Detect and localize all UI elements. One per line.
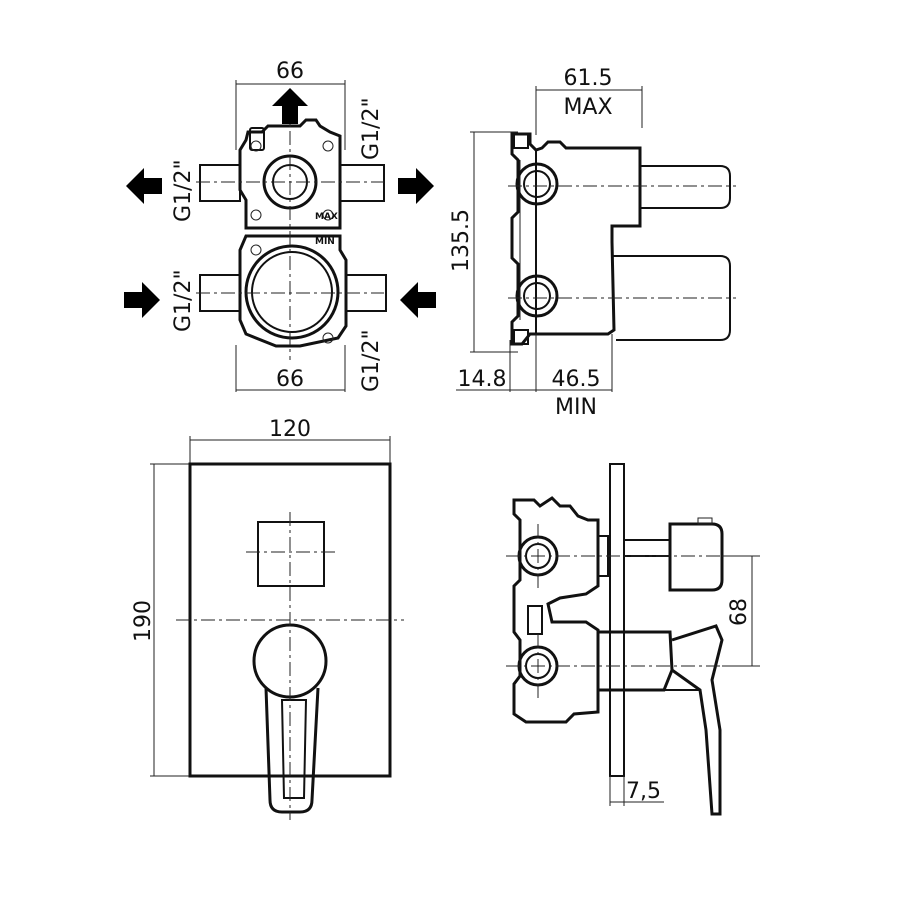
thread-label-left-lower: G1/2" bbox=[171, 269, 196, 332]
label-min: MIN bbox=[315, 237, 335, 247]
arrow-left-in-icon bbox=[400, 282, 436, 318]
dim-width-top: 66 bbox=[276, 59, 304, 84]
front-plate-view: 120 190 bbox=[131, 417, 404, 820]
thread-label-left-upper: G1/2" bbox=[171, 159, 196, 222]
dim-handle-offset: 68 bbox=[727, 598, 752, 626]
arrow-up-icon bbox=[272, 88, 308, 124]
dim-width-bottom: 66 bbox=[276, 367, 304, 392]
arrow-left-icon bbox=[126, 168, 162, 204]
dim-depth-top: 61.5 bbox=[564, 66, 613, 91]
dim-depth-top-note: MAX bbox=[563, 95, 612, 120]
dim-depth-bottom-note: MIN bbox=[555, 395, 597, 420]
side-assembly-view: 68 7,5 bbox=[506, 463, 760, 816]
thread-label-bottom-right: G1/2" bbox=[359, 329, 384, 392]
side-box-view: 61.5 MAX 135.5 14.8 46.5 MIN bbox=[449, 66, 736, 420]
dim-depth-bottom: 46.5 bbox=[552, 367, 601, 392]
dim-plate-height: 190 bbox=[131, 600, 156, 642]
front-box-view: 66 66 MAX MIN bbox=[124, 59, 436, 392]
dim-plate-width: 120 bbox=[269, 417, 311, 442]
arrow-right-in-icon bbox=[124, 282, 160, 318]
dim-offset: 14.8 bbox=[458, 367, 507, 392]
label-max: MAX bbox=[315, 212, 338, 222]
dim-height: 135.5 bbox=[449, 209, 474, 272]
thread-label-top-right: G1/2" bbox=[359, 97, 384, 160]
arrow-right-icon bbox=[398, 168, 434, 204]
dim-plate-thickness: 7,5 bbox=[626, 779, 661, 804]
